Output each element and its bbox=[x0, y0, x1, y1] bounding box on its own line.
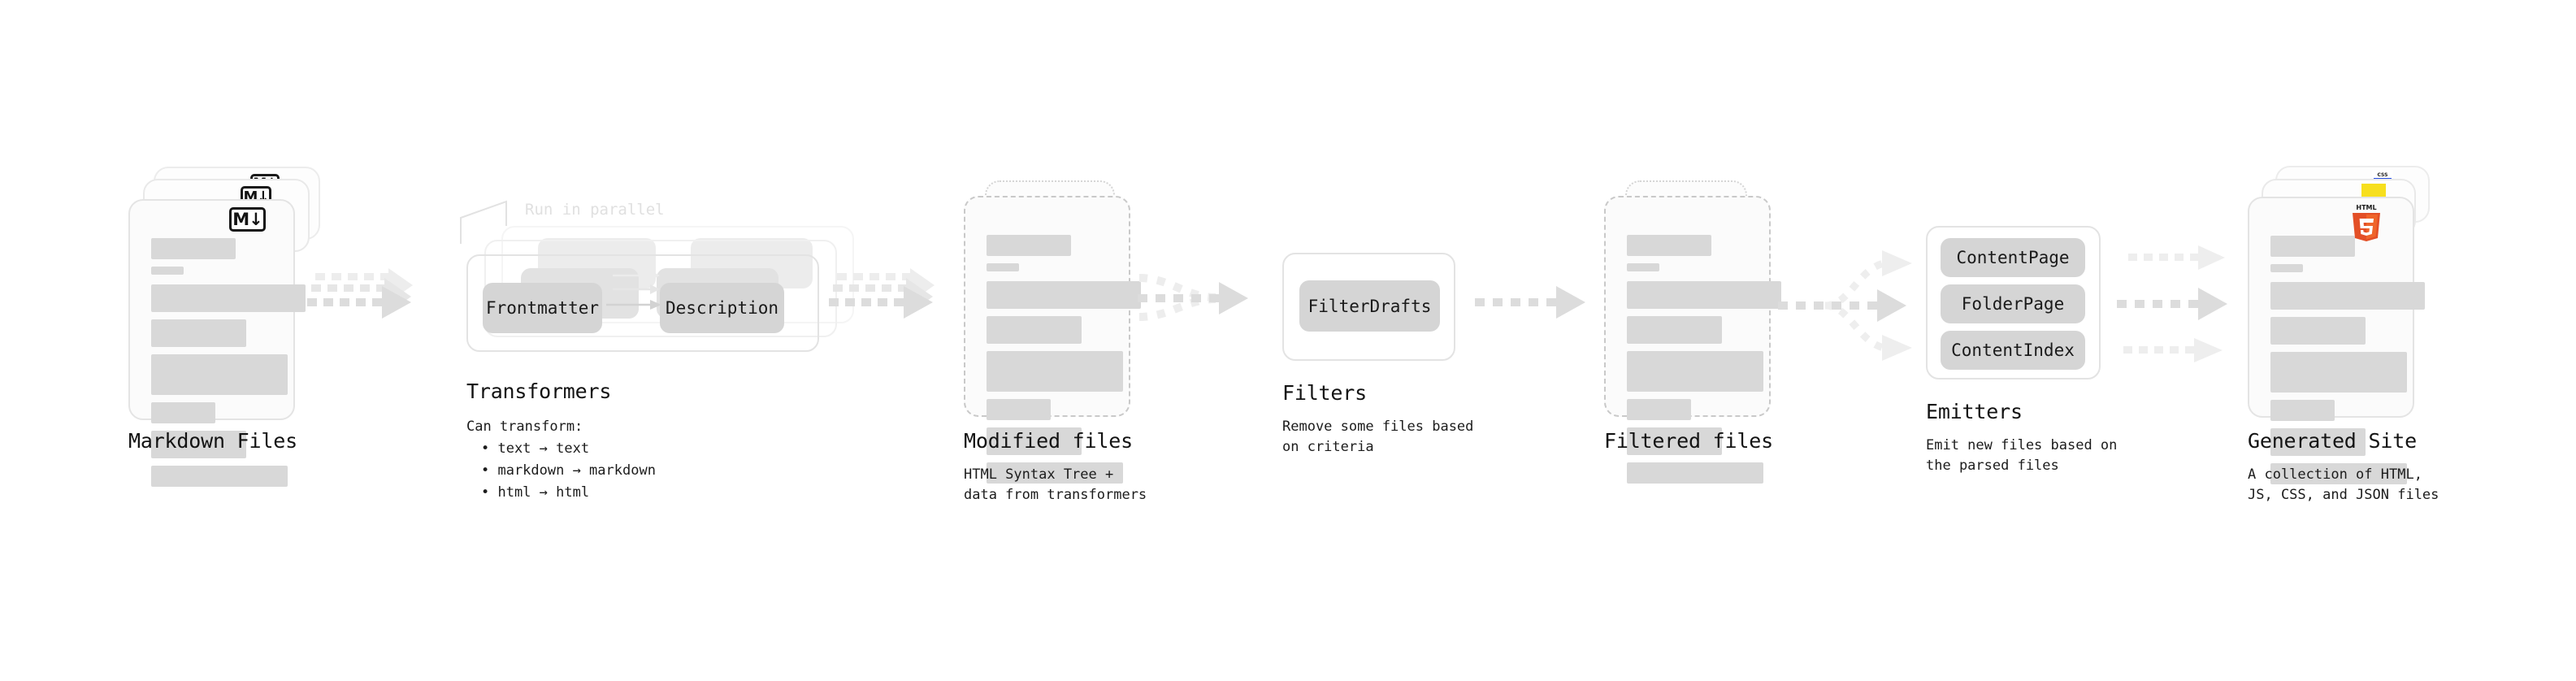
emitters-title: Emitters bbox=[1926, 400, 2023, 423]
run-in-parallel-bracket bbox=[460, 200, 507, 244]
arrow-emitters-to-site bbox=[2117, 245, 2227, 362]
doc-bar bbox=[2270, 264, 2303, 272]
doc-bar bbox=[987, 462, 1123, 484]
filters-title: Filters bbox=[1282, 381, 1367, 405]
doc-bar bbox=[2270, 282, 2425, 310]
js-badge-icon bbox=[2361, 184, 2386, 201]
filtered-card-front bbox=[1604, 196, 1781, 484]
filtered-card-content bbox=[1627, 235, 1781, 491]
doc-bar bbox=[1627, 281, 1781, 309]
doc-bar bbox=[2270, 236, 2355, 257]
doc-bar bbox=[1627, 427, 1722, 455]
doc-bar bbox=[1627, 263, 1659, 271]
doc-bar bbox=[1627, 399, 1691, 420]
doc-bar bbox=[987, 427, 1082, 455]
doc-bar bbox=[987, 351, 1123, 392]
transformer-chip-description[interactable]: Description bbox=[660, 283, 784, 333]
site-card-content bbox=[2270, 236, 2425, 492]
modified-files-subtitle-0: HTML Syntax Tree + bbox=[964, 466, 1114, 483]
svg-text:HTML: HTML bbox=[2356, 204, 2376, 211]
transformers-subtitle-heading: Can transform: bbox=[466, 419, 583, 435]
generated-site-subtitle-1: JS, CSS, and JSON files bbox=[2248, 487, 2439, 503]
modified-files-subtitle-1: data from transformers bbox=[964, 487, 1147, 503]
filters-subtitle-1: on criteria bbox=[1282, 439, 1374, 455]
doc-bar bbox=[151, 267, 184, 275]
generated-site-title: Generated Site bbox=[2248, 429, 2417, 453]
emitters-subtitle-1: the parsed files bbox=[1926, 458, 2059, 474]
doc-bar bbox=[2270, 317, 2366, 345]
svg-text:CSS: CSS bbox=[2378, 172, 2388, 178]
emitters-subtitle-0: Emit new files based on bbox=[1926, 437, 2118, 453]
filter-chip-filterdrafts[interactable]: FilterDrafts bbox=[1299, 280, 1440, 332]
doc-bar bbox=[151, 402, 215, 423]
doc-bar bbox=[151, 354, 288, 395]
doc-bar bbox=[1627, 235, 1711, 256]
arrow-modified-to-filters bbox=[1138, 274, 1248, 321]
doc-bar bbox=[2270, 400, 2335, 421]
doc-bar bbox=[1627, 316, 1722, 344]
doc-bar bbox=[1627, 462, 1763, 484]
transformer-chip-frontmatter[interactable]: Frontmatter bbox=[483, 283, 602, 333]
doc-bar bbox=[151, 284, 306, 312]
emitter-chip-contentindex[interactable]: ContentIndex bbox=[1941, 331, 2085, 370]
markdown-card-front bbox=[128, 199, 306, 487]
doc-bar bbox=[1627, 351, 1763, 392]
modified-files-title: Modified files bbox=[964, 429, 1133, 453]
doc-bar bbox=[151, 431, 246, 458]
doc-bar bbox=[151, 466, 288, 487]
modified-card-content bbox=[987, 235, 1141, 491]
html5-badge-icon: HTML bbox=[2353, 204, 2380, 241]
transformers-title: Transformers bbox=[466, 380, 612, 403]
doc-bar bbox=[987, 235, 1071, 256]
emitter-chip-folderpage[interactable]: FolderPage bbox=[1941, 284, 2085, 323]
run-in-parallel-label: Run in parallel bbox=[525, 201, 665, 219]
doc-bar bbox=[151, 238, 236, 259]
transformer-inner-arrows bbox=[606, 271, 661, 310]
emitters-group bbox=[1926, 226, 2101, 380]
generated-site-subtitle-0: A collection of HTML, bbox=[2248, 466, 2422, 483]
doc-bar bbox=[2270, 463, 2407, 484]
transformers-item-1: • markdown → markdown bbox=[481, 462, 656, 479]
arrow-transformers-to-modified bbox=[829, 268, 935, 319]
filtered-files-title: Filtered files bbox=[1604, 429, 1773, 453]
doc-bar bbox=[987, 263, 1019, 271]
filters-group bbox=[1282, 253, 1455, 361]
doc-bar bbox=[2270, 428, 2366, 456]
transformer-group-front bbox=[466, 254, 819, 352]
doc-bar bbox=[2270, 352, 2407, 393]
arrow-filters-to-filtered bbox=[1475, 286, 1585, 319]
site-card-front bbox=[2248, 197, 2425, 484]
filters-subtitle-0: Remove some files based bbox=[1282, 419, 1474, 435]
transformers-item-2: • html → html bbox=[481, 484, 590, 501]
markdown-files-title: Markdown Files bbox=[128, 429, 297, 453]
arrow-markdown-to-transformers bbox=[307, 268, 413, 319]
doc-bar bbox=[987, 281, 1141, 309]
modified-card-front bbox=[964, 196, 1141, 484]
doc-bar bbox=[987, 316, 1082, 344]
markdown-card-content bbox=[151, 238, 306, 494]
arrow-filtered-to-emitters bbox=[1778, 250, 1912, 361]
markdown-badge: M↓ bbox=[229, 207, 266, 232]
doc-bar bbox=[151, 319, 246, 347]
doc-bar bbox=[987, 399, 1051, 420]
emitter-chip-contentpage[interactable]: ContentPage bbox=[1941, 238, 2085, 277]
transformers-item-0: • text → text bbox=[481, 440, 590, 457]
